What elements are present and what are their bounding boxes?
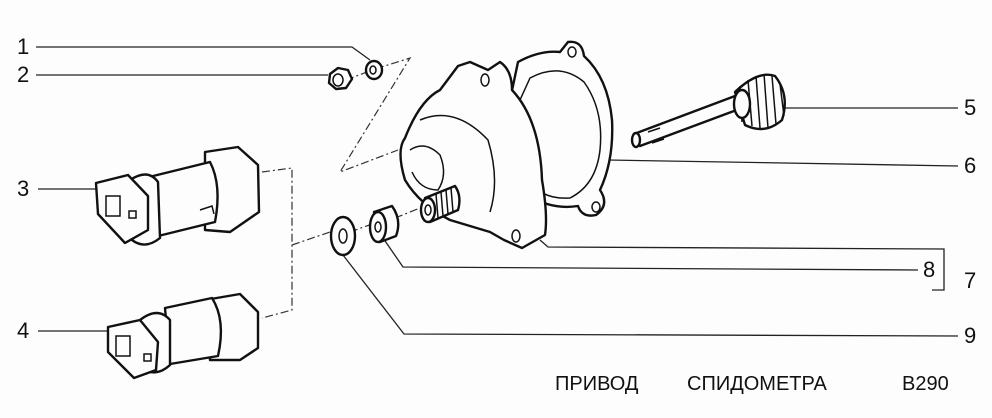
- callout-5: 5: [964, 95, 977, 120]
- axis-sensors: [261, 167, 293, 319]
- axis-bushing-housing: [394, 207, 421, 219]
- axis-sensor-to-washer: [291, 231, 331, 246]
- callout-2: 2: [17, 62, 30, 87]
- leader-6: [607, 159, 959, 167]
- callout-8: 8: [923, 257, 936, 282]
- part-4-sensor-b: [106, 292, 260, 380]
- leader-8: [382, 237, 919, 271]
- assembly-axes: [261, 56, 421, 319]
- part-3-sensor-a: [94, 145, 261, 246]
- caption-word1: ПРИВОД: [555, 373, 639, 395]
- callout-3: 3: [17, 176, 30, 201]
- leader-7-bracket: [539, 239, 945, 291]
- callout-7: 7: [964, 268, 977, 293]
- part-5-gear-shaft: [630, 73, 786, 149]
- part-8-bushing: [368, 204, 400, 244]
- part-1-spring-washer: [364, 59, 384, 81]
- part-7-housing: [399, 60, 548, 250]
- leader-9: [342, 254, 959, 337]
- caption-word2: СПИДОМЕТРА: [687, 373, 827, 395]
- leader-lines: [36, 46, 959, 337]
- part-9-washer: [329, 215, 357, 257]
- axis-fastener: [338, 56, 412, 174]
- callout-4: 4: [17, 318, 30, 343]
- callout-1: 1: [17, 34, 30, 59]
- callout-6: 6: [964, 153, 977, 178]
- drawing-code: B290: [902, 373, 949, 395]
- leader-1: [36, 46, 371, 61]
- callout-9: 9: [964, 323, 977, 348]
- part-2-nut: [327, 66, 354, 91]
